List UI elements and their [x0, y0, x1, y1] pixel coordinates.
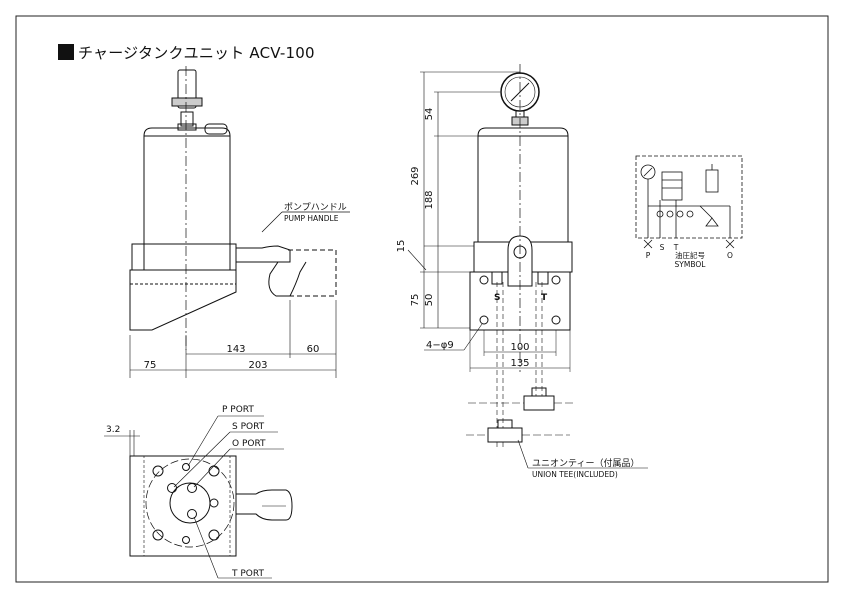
dim-15-leader: [407, 249, 427, 271]
sheet-frame: [15, 15, 829, 583]
pump-handle-phantom: [288, 249, 337, 297]
port-s-fitting: [167, 483, 177, 493]
dim-75-right: 75: [410, 294, 421, 307]
symbol-frame: [635, 155, 743, 239]
symbol-label-en: SYMBOL: [675, 260, 707, 269]
label-o-port: O PORT: [232, 439, 266, 449]
symbol-label-jp: 油圧記号: [675, 250, 705, 260]
label-p-port: P PORT: [222, 405, 254, 415]
top-actuator-band: [171, 97, 203, 107]
top-view-hidden: [143, 455, 231, 557]
bolt-hole-3: [152, 529, 164, 541]
symbol-check-4: [686, 210, 694, 218]
side-view: [407, 64, 648, 469]
symbol-valve-link: [699, 205, 713, 219]
dim-50: 50: [424, 294, 435, 307]
pump-handle-leader: [261, 211, 283, 233]
leader-o-port: [193, 448, 231, 488]
symbol-gauge-needle: [643, 167, 653, 177]
dim-3-2: 3.2: [106, 425, 120, 435]
side-fitting-t: [537, 271, 549, 285]
top-fitting-nut: [177, 123, 197, 131]
side-hole-3: [479, 315, 489, 325]
leader-p-port: [187, 415, 219, 467]
symbol-tank-cyl: [705, 169, 719, 193]
front-view: [129, 66, 350, 378]
label-s-port: S PORT: [232, 422, 265, 432]
union-tee-label-en: UNION TEE(INCLUDED): [532, 470, 618, 479]
top-fitting: [180, 111, 194, 127]
bolt-hole-1: [152, 465, 164, 477]
dim-188: 188: [424, 190, 435, 209]
symbol-label-o: O: [727, 251, 733, 260]
side-hole-4: [551, 315, 561, 325]
leader-t-port: [193, 516, 219, 579]
symbol-valve-tri: [705, 217, 719, 227]
dim-54: 54: [424, 108, 435, 121]
side-t-mark: T: [541, 293, 548, 303]
dim-203: 203: [248, 360, 267, 371]
port-t-fitting: [187, 509, 197, 519]
side-tank-lid: [477, 127, 569, 137]
top-view-handle: [235, 489, 293, 521]
union-tee-lower-top: [497, 419, 513, 429]
side-fitting: [209, 498, 219, 508]
pump-handle-grip: [268, 261, 307, 297]
dim-hole: 4−φ9: [426, 340, 454, 351]
symbol-label-s: S: [660, 243, 665, 252]
union-tee-upper-top: [531, 387, 547, 397]
symbol-check-2: [666, 210, 674, 218]
symbol-check-3: [676, 210, 684, 218]
symbol-plug-o: [725, 239, 735, 249]
dim-135: 135: [510, 358, 529, 369]
label-t-port: T PORT: [231, 569, 264, 579]
symbol-plug-p: [643, 239, 653, 249]
dim-269: 269: [410, 166, 421, 185]
title-bullet-square: [58, 44, 74, 60]
symbol-label-p: P: [646, 251, 651, 260]
union-tee-lower: [487, 427, 523, 443]
pump-handle-hub: [235, 245, 291, 263]
dim-75-left: 75: [144, 360, 157, 371]
dim-15: 15: [396, 240, 407, 253]
port-hole-bottom: [182, 536, 190, 544]
union-tee-leader: [517, 439, 529, 469]
top-actuator-block: [177, 69, 197, 109]
hole-leader: [463, 323, 483, 351]
side-hole-2: [551, 275, 561, 285]
side-s-mark: S: [494, 293, 500, 303]
side-tank-body: [477, 135, 569, 243]
hydraulic-symbol: [635, 155, 743, 249]
port-o-fitting: [187, 483, 197, 493]
union-tee-upper: [523, 395, 555, 411]
union-tee-label-jp: ユニオンティー（付属品）: [532, 458, 639, 469]
symbol-label-t: T: [673, 243, 679, 252]
bolt-hole-4: [208, 529, 220, 541]
symbol-pump: [661, 171, 683, 201]
dim-143: 143: [226, 344, 245, 355]
tank-top-lid: [143, 127, 231, 137]
filler-cap: [204, 123, 228, 135]
base-housing: [129, 269, 237, 331]
leader-s-port: [173, 431, 231, 488]
port-p-hole: [182, 463, 190, 471]
title-text: チャージタンクユニット ACV-100: [78, 43, 315, 62]
tank-body: [143, 135, 231, 245]
dim-60: 60: [307, 344, 320, 355]
top-view-pcd: [145, 458, 235, 548]
dim-100: 100: [510, 342, 529, 353]
side-hole-1: [479, 275, 489, 285]
side-valve: [507, 235, 533, 287]
bolt-hole-2: [208, 465, 220, 477]
pump-handle-label-en: PUMP HANDLE: [284, 214, 339, 223]
tank-flange: [131, 243, 237, 271]
top-view: [104, 415, 293, 579]
page-title: チャージタンクユニット ACV-100: [58, 40, 315, 64]
pump-handle-label-jp: ポンプハンドル: [284, 202, 347, 213]
